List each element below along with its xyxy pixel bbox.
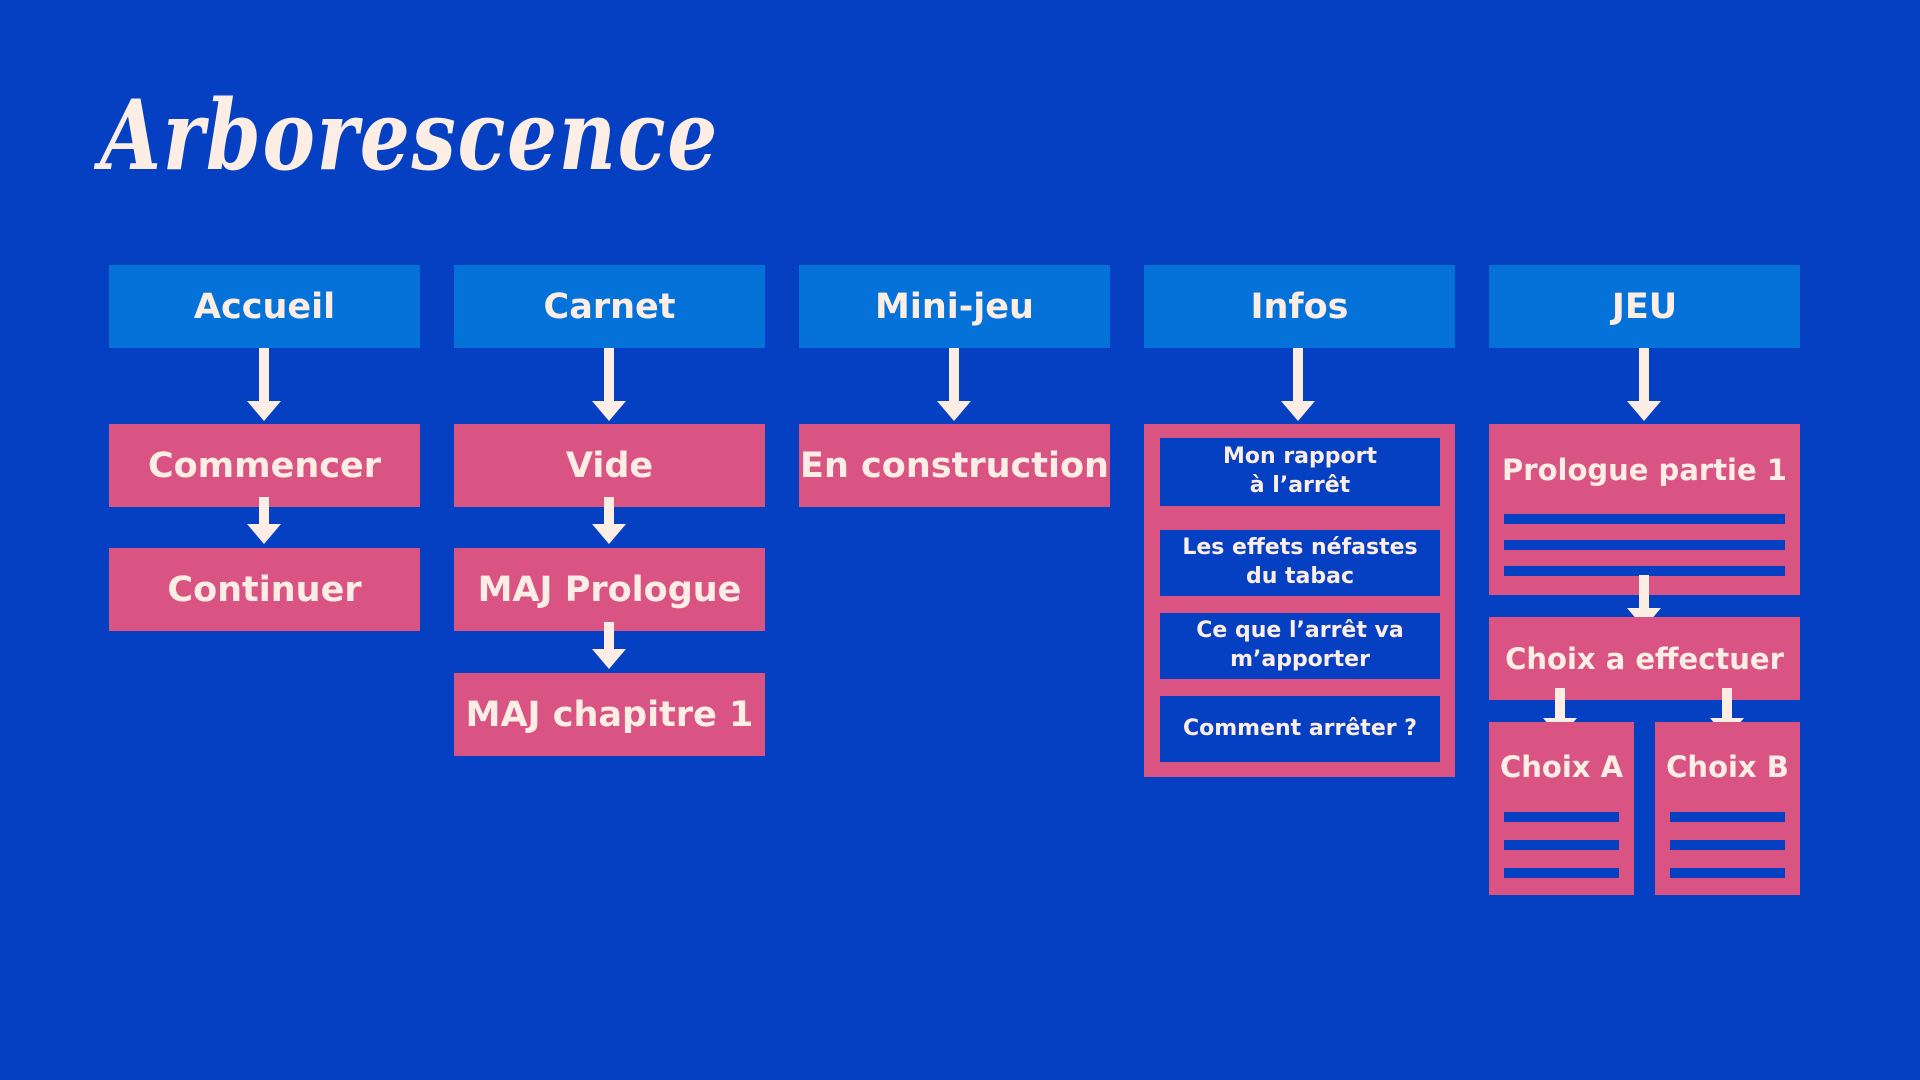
page-title: Arborescence (100, 79, 719, 192)
node-maj-chapitre: MAJ chapitre 1 (454, 673, 765, 756)
arrow-down-icon (247, 497, 281, 544)
text-line (1504, 868, 1619, 878)
arrow-down-icon (247, 348, 281, 421)
info-item: Comment arrêter ? (1160, 696, 1440, 762)
arrow-down-icon (592, 497, 626, 544)
text-line (1670, 840, 1785, 850)
arrow-down-icon (1627, 575, 1661, 628)
text-line (1670, 812, 1785, 822)
arrow-down-icon (592, 622, 626, 669)
node-maj-prologue: MAJ Prologue (454, 548, 765, 631)
text-line (1504, 566, 1785, 576)
node-jeu: JEU (1489, 265, 1800, 348)
node-infos: Infos (1144, 265, 1455, 348)
info-item: Mon rapport à l’arrêt (1160, 438, 1440, 506)
arrow-down-icon (937, 348, 971, 421)
node-vide: Vide (454, 424, 765, 507)
info-item: Ce que l’arrêt va m’apporter (1160, 613, 1440, 679)
node-en-construction: En construction (799, 424, 1110, 507)
arrow-down-icon (1627, 348, 1661, 421)
arrow-down-icon (1281, 348, 1315, 421)
node-accueil: Accueil (109, 265, 420, 348)
text-line (1504, 812, 1619, 822)
text-line (1670, 868, 1785, 878)
node-choix: Choix a effectuer (1489, 617, 1800, 700)
text-line (1504, 514, 1785, 524)
node-choix-b: Choix B (1655, 722, 1800, 895)
arrow-down-icon (592, 348, 626, 421)
arrow-down-icon (1710, 688, 1744, 738)
node-minijeu: Mini-jeu (799, 265, 1110, 348)
info-item: Les effets néfastes du tabac (1160, 530, 1440, 596)
node-commencer: Commencer (109, 424, 420, 507)
node-choix-a: Choix A (1489, 722, 1634, 895)
node-continuer: Continuer (109, 548, 420, 631)
node-carnet: Carnet (454, 265, 765, 348)
node-prologue: Prologue partie 1 (1502, 453, 1787, 487)
text-line (1504, 840, 1619, 850)
arrow-down-icon (1543, 688, 1577, 738)
text-line (1504, 540, 1785, 550)
